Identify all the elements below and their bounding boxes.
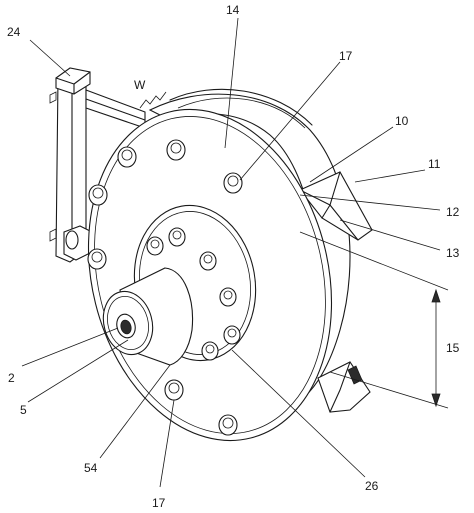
- leader-lines: [21, 17, 441, 488]
- shaft-boss: [102, 267, 194, 366]
- bolt: [88, 184, 108, 206]
- label-54: 54: [84, 461, 98, 475]
- dimension-15: [299, 231, 449, 409]
- segment-block: [299, 171, 373, 241]
- label-15: 15: [446, 341, 460, 355]
- label-17-top: 17: [339, 49, 353, 63]
- bolt: [223, 325, 241, 345]
- label-2: 2: [8, 371, 15, 385]
- outer-bolts: [87, 139, 243, 436]
- label-13: 13: [446, 246, 460, 260]
- label-12: 12: [446, 205, 460, 219]
- bolt: [199, 251, 217, 271]
- bolt: [146, 236, 164, 256]
- bolt: [223, 172, 243, 194]
- bolt: [201, 341, 219, 361]
- label-17-bottom: 17: [152, 496, 166, 510]
- label-26: 26: [365, 479, 379, 493]
- bolt: [219, 287, 237, 307]
- lower-bracket: [317, 361, 371, 413]
- label-w: W: [134, 78, 146, 92]
- bolt: [117, 146, 137, 168]
- bolt: [218, 414, 238, 436]
- label-14: 14: [226, 3, 240, 17]
- width-mark: [139, 91, 167, 109]
- hub-bolts: [146, 227, 241, 361]
- bolt: [166, 139, 186, 161]
- bolt: [168, 227, 186, 247]
- label-11: 11: [428, 157, 441, 171]
- reference-numerals: 24 14 W 17 10 11 12 13 15 2 5 54 17 26: [7, 3, 460, 510]
- label-24: 24: [7, 25, 21, 39]
- bolt: [87, 248, 107, 270]
- label-10: 10: [395, 114, 409, 128]
- label-5: 5: [20, 403, 27, 417]
- bolt: [164, 379, 184, 401]
- lever-handle: [49, 67, 146, 263]
